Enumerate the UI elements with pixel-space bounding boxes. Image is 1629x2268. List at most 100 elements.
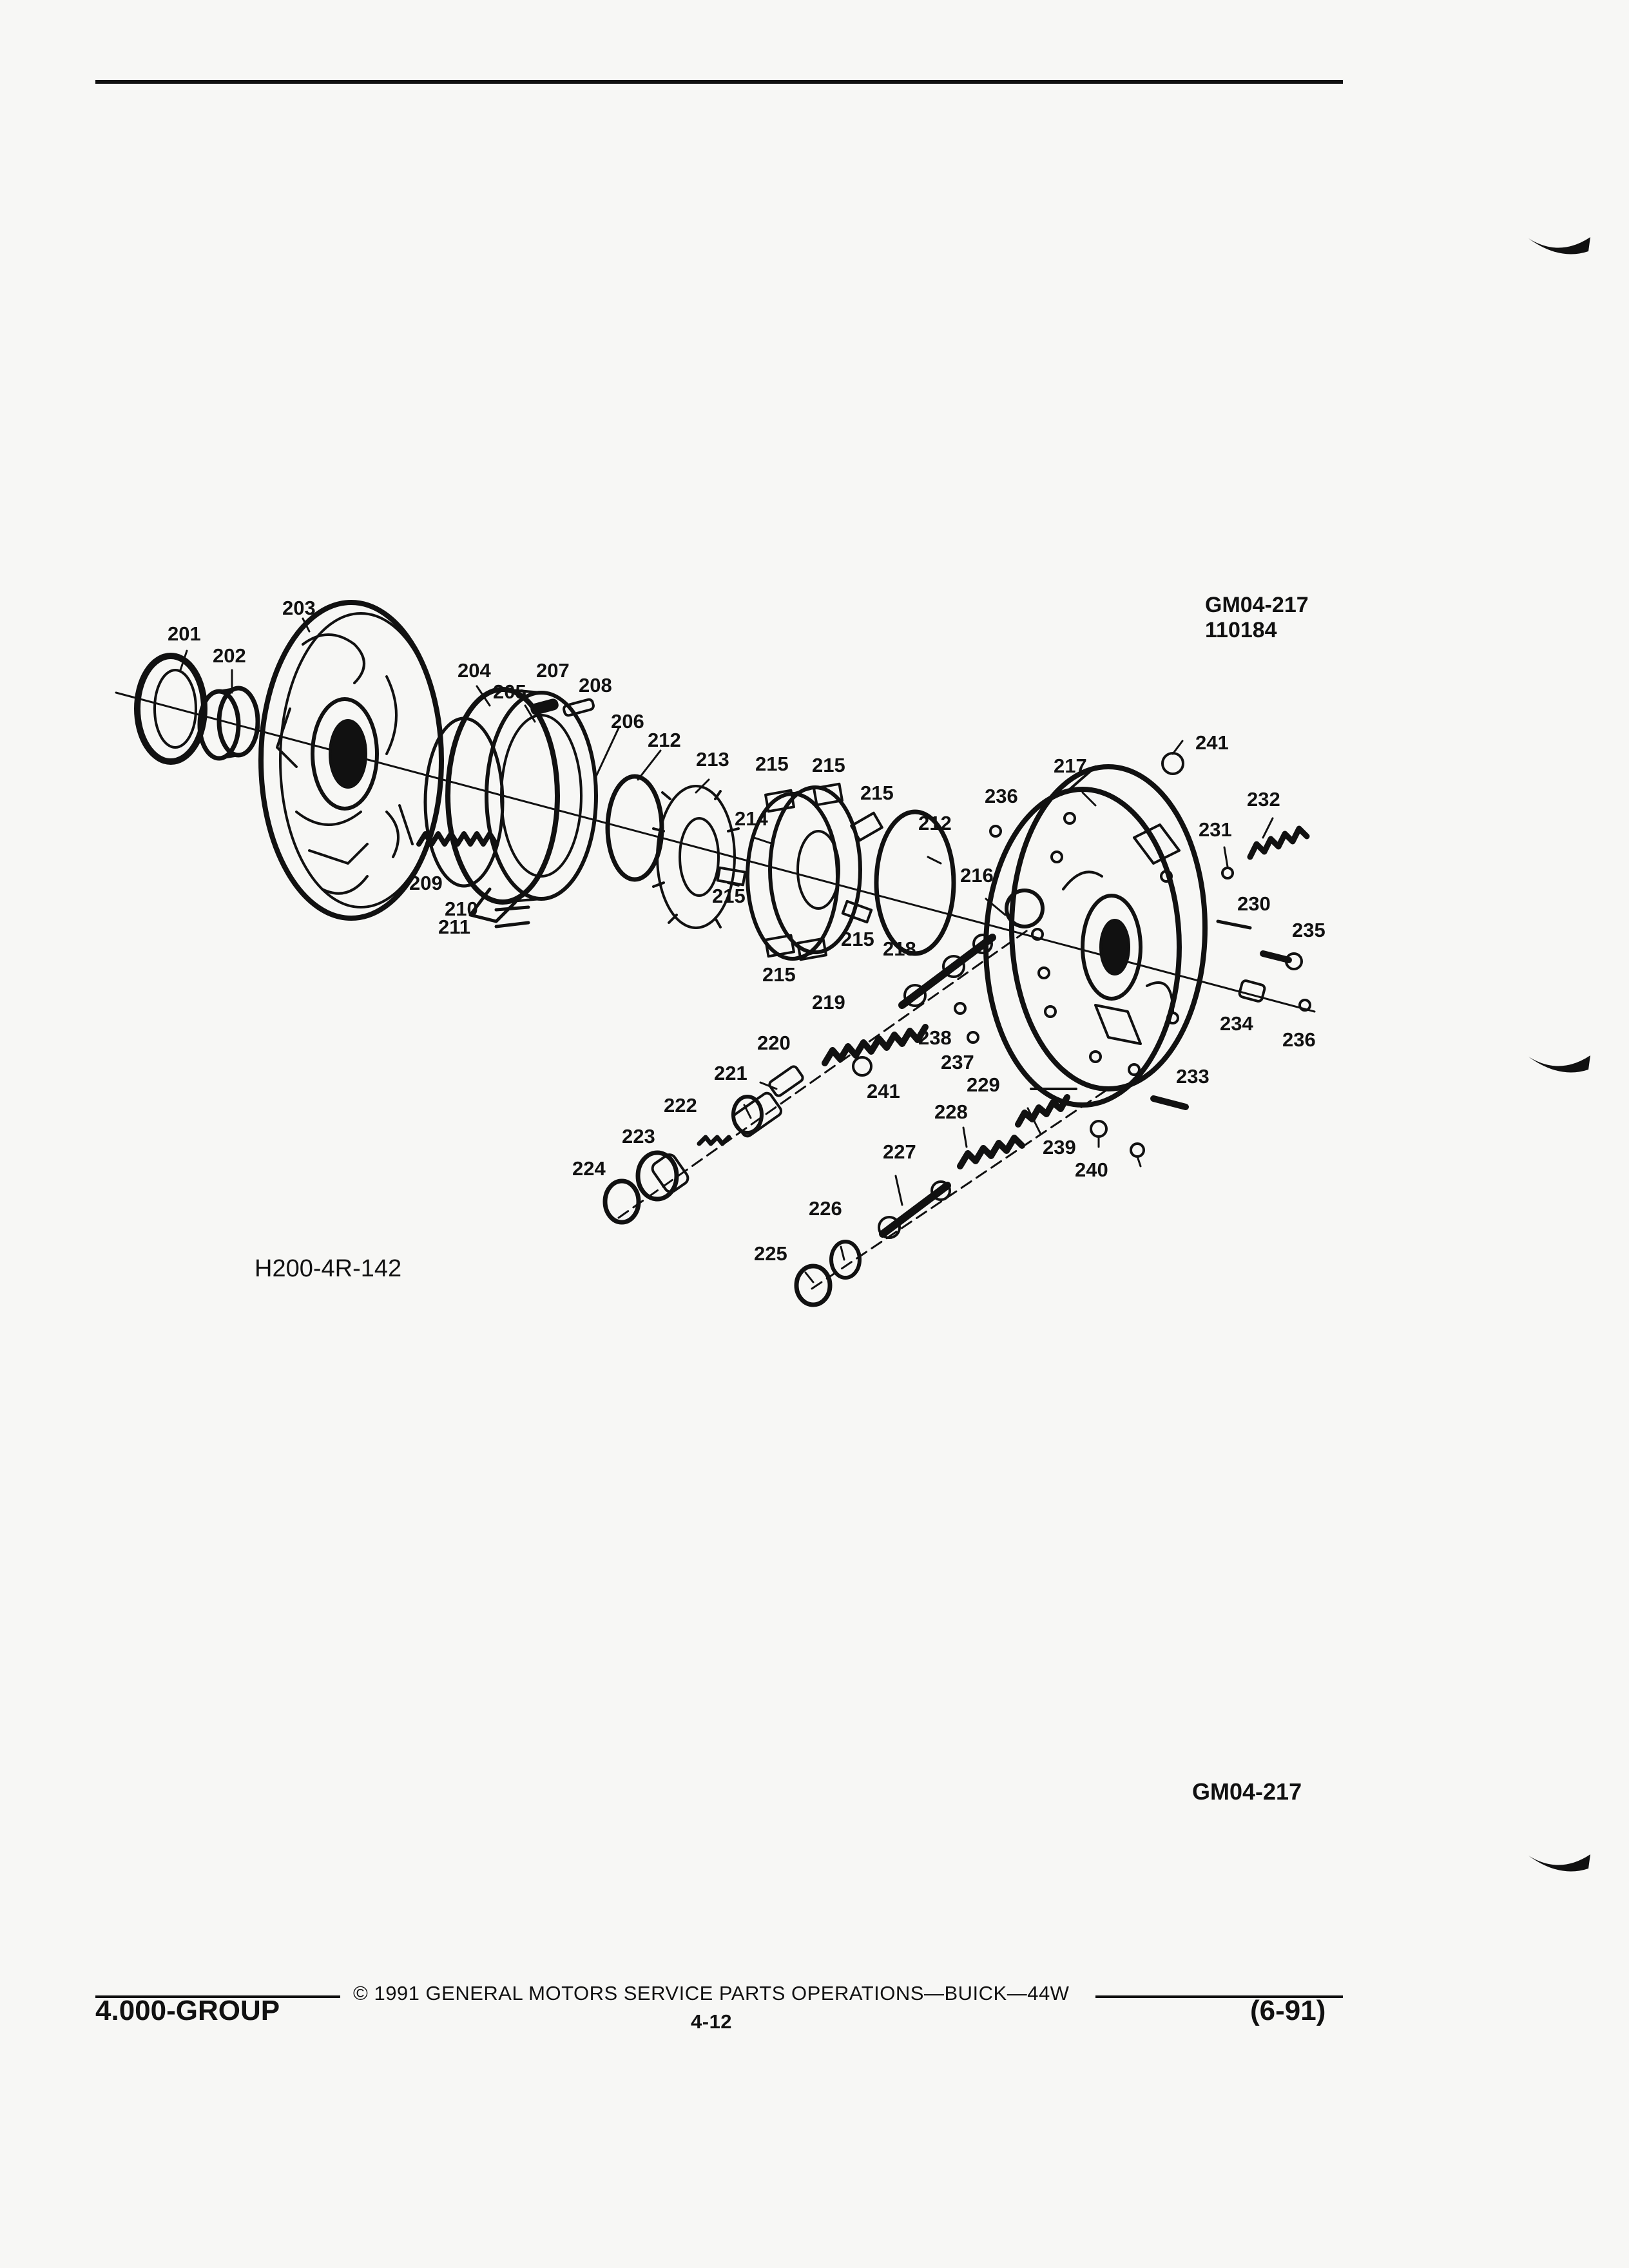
callout-235: 235 — [1292, 919, 1325, 941]
retainer-224 — [602, 1178, 641, 1225]
footer-rule-right — [1095, 1995, 1343, 1998]
callout-240: 240 — [1075, 1158, 1108, 1181]
callout-206: 206 — [611, 710, 644, 733]
plug-236-right — [1298, 999, 1311, 1012]
callout-226: 226 — [809, 1197, 842, 1220]
vanes-215 — [716, 782, 883, 961]
callout-236-right: 236 — [1282, 1028, 1316, 1051]
callout-231: 231 — [1199, 818, 1232, 841]
callout-201: 201 — [168, 622, 201, 645]
callout-241-top: 241 — [1195, 731, 1229, 754]
callout-221: 221 — [714, 1062, 747, 1084]
plug-226 — [829, 1240, 862, 1280]
callout-241-bottom: 241 — [867, 1080, 900, 1102]
pivot-pin-207 — [530, 698, 559, 715]
callout-220: 220 — [757, 1032, 791, 1054]
callout-219: 219 — [812, 991, 845, 1014]
valve-227 — [878, 1180, 951, 1239]
ball-238 — [954, 1002, 967, 1015]
pump-cover-203 — [258, 600, 444, 921]
callout-223: 223 — [622, 1125, 655, 1148]
plug-223 — [635, 1150, 689, 1202]
bushing-202 — [197, 686, 260, 761]
callout-209: 209 — [409, 872, 443, 894]
header-rule — [95, 80, 1343, 84]
callout-215-f: 215 — [841, 928, 874, 950]
callout-227: 227 — [883, 1140, 916, 1163]
plug-241-top — [1161, 752, 1184, 775]
seal-201 — [134, 653, 207, 765]
callout-233: 233 — [1176, 1065, 1210, 1088]
callout-207: 207 — [536, 659, 570, 682]
callout-228: 228 — [934, 1100, 968, 1123]
callout-202: 202 — [213, 644, 246, 667]
binder-mark-icon — [1528, 237, 1590, 255]
callout-205: 205 — [493, 680, 526, 703]
callout-215-g: 215 — [762, 963, 796, 986]
valve-axis-2 — [811, 1088, 1110, 1290]
drawing-code-bottom: GM04-217 — [1192, 1778, 1302, 1805]
callout-218: 218 — [883, 937, 916, 960]
pump-body-217 — [983, 764, 1208, 1108]
center-axis — [115, 691, 1316, 1013]
spring-228 — [957, 1135, 1025, 1169]
pin-211 — [494, 921, 530, 928]
spring-222 — [697, 1135, 731, 1146]
drawing-code-top: GM04-217 110184 — [1205, 593, 1309, 643]
plug-236-left — [989, 825, 1002, 838]
copyright-line: © 1991 GENERAL MOTORS SERVICE PARTS OPER… — [353, 1982, 1070, 2004]
figure-id: H200-4R-142 — [255, 1255, 402, 1282]
callout-236-left: 236 — [985, 785, 1018, 807]
callout-216: 216 — [960, 864, 994, 887]
callout-234: 234 — [1220, 1012, 1253, 1035]
callout-204: 204 — [458, 659, 491, 682]
callout-212-right: 212 — [918, 812, 952, 834]
valve-218 — [898, 934, 996, 1009]
ring-205 — [423, 716, 505, 888]
revision-date: (6-91) — [1250, 1995, 1326, 2026]
binder-mark-icon — [1528, 1055, 1590, 1073]
plug-234 — [1238, 979, 1266, 1003]
valve-axis-1 — [617, 927, 1032, 1219]
plug-239 — [1090, 1120, 1108, 1138]
callout-211: 211 — [438, 916, 471, 938]
group-label: 4.000-GROUP — [95, 1995, 280, 2026]
callout-215-d: 215 — [712, 885, 746, 907]
callout-239: 239 — [1043, 1136, 1076, 1158]
callout-229: 229 — [967, 1073, 1000, 1096]
spring-232 — [1247, 825, 1310, 860]
pin-230 — [1216, 919, 1252, 930]
date-code: 110184 — [1205, 618, 1277, 643]
ball-231 — [1221, 867, 1234, 879]
callout-213: 213 — [696, 748, 729, 771]
ball-237 — [967, 1031, 979, 1044]
callout-222: 222 — [664, 1094, 697, 1117]
slide-204 — [445, 687, 598, 923]
pin-208 — [563, 698, 595, 717]
callout-210: 210 — [445, 898, 478, 920]
spring-229 — [1015, 1094, 1070, 1128]
callout-203: 203 — [282, 597, 316, 619]
plug-241-bottom — [852, 1056, 872, 1077]
callout-214: 214 — [735, 807, 768, 830]
callout-237: 237 — [941, 1051, 974, 1073]
valve-220 — [768, 1065, 804, 1097]
retainer-225 — [794, 1264, 833, 1307]
callout-238: 238 — [918, 1026, 952, 1049]
ring-212-right — [874, 809, 956, 956]
drawing-code: GM04-217 — [1205, 593, 1309, 617]
callout-212-left: 212 — [648, 729, 681, 751]
callout-230: 230 — [1237, 892, 1271, 915]
bushing-221 — [731, 1091, 783, 1138]
spring-219 — [822, 1024, 929, 1066]
callout-215-c: 215 — [860, 782, 894, 804]
vane-ring-213 — [652, 785, 740, 929]
bolt-233 — [1150, 1095, 1189, 1110]
callout-215-b: 215 — [812, 754, 845, 776]
binder-mark-icon — [1528, 1854, 1590, 1872]
callout-208: 208 — [579, 674, 612, 697]
callout-225: 225 — [754, 1242, 787, 1265]
bolt-235 — [1260, 950, 1303, 970]
callout-215-a: 215 — [755, 753, 789, 775]
ring-240 — [1130, 1142, 1145, 1158]
